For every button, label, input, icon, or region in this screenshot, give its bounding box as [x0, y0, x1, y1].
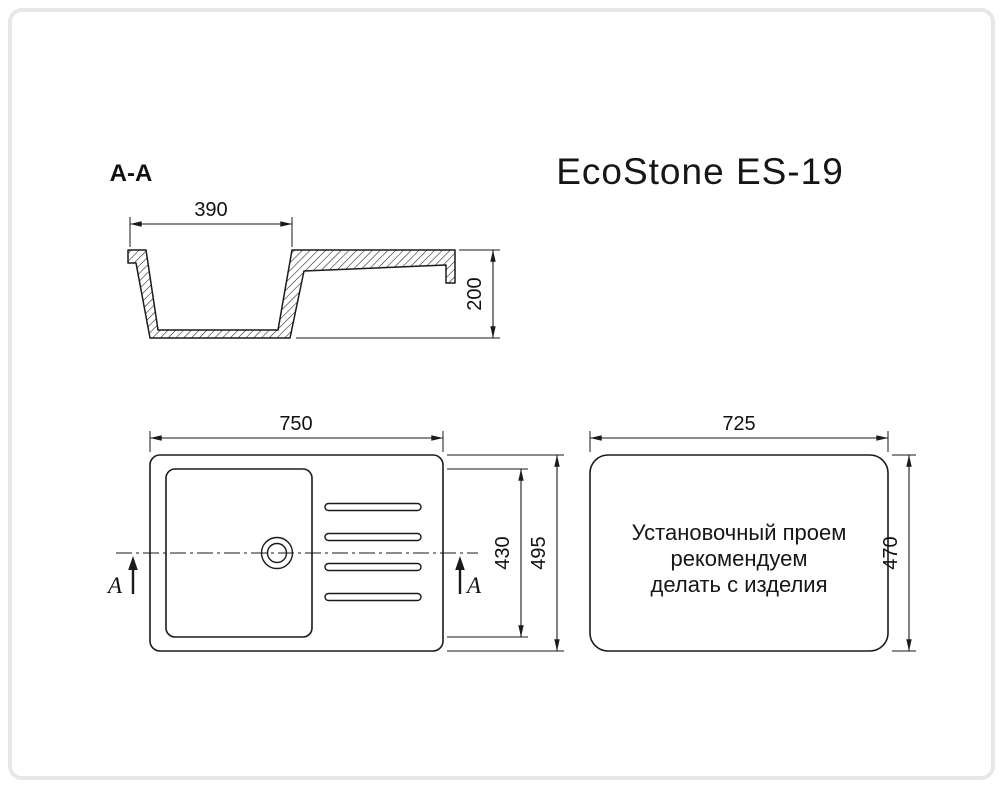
ridge [324, 532, 422, 542]
ridge [324, 502, 422, 512]
cut-marker-label: A [465, 573, 482, 598]
cutout-view: Установочный проем рекомендуем делать с … [589, 413, 916, 652]
install-note-line-2: рекомендуем [670, 546, 807, 571]
cut-arrow-head [455, 556, 465, 570]
cut-arrow-left: A [106, 556, 138, 598]
dim-overall-depth: 495 [447, 454, 564, 652]
install-note-line-1: Установочный проем [632, 520, 847, 545]
cut-arrow-right: A [455, 556, 482, 598]
dimension-value: 430 [492, 536, 514, 569]
ridge [324, 562, 422, 572]
dimension-value: 725 [722, 413, 755, 435]
top-view: A A 750 430 495 [106, 413, 564, 652]
drainboard-ridges [324, 502, 422, 602]
dim-cutout-width: 725 [589, 413, 889, 452]
dimension-value: 750 [279, 413, 312, 435]
dimension-value: 200 [464, 277, 486, 310]
page-frame [8, 8, 995, 780]
dim-overall-width: 750 [149, 413, 444, 452]
dimension-value: 390 [194, 199, 227, 221]
cutout-outline [589, 454, 889, 652]
section-view-title: A-A [110, 160, 153, 187]
cut-arrow-head [128, 556, 138, 570]
cut-marker-label: A [106, 573, 123, 598]
sink-cross-section [127, 249, 456, 339]
ridge [324, 592, 422, 602]
dimension-value: 495 [528, 536, 550, 569]
install-note-line-3: делать с изделия [651, 572, 828, 597]
dim-bowl-length: 430 [447, 468, 528, 638]
dim-depth: 200 [296, 249, 500, 339]
section-view: 390 200 [127, 199, 500, 339]
product-title: EcoStone ES-19 [556, 151, 844, 192]
dim-bowl-width: 390 [129, 199, 293, 247]
dim-cutout-depth: 470 [880, 454, 916, 652]
dimension-value: 470 [880, 536, 902, 569]
